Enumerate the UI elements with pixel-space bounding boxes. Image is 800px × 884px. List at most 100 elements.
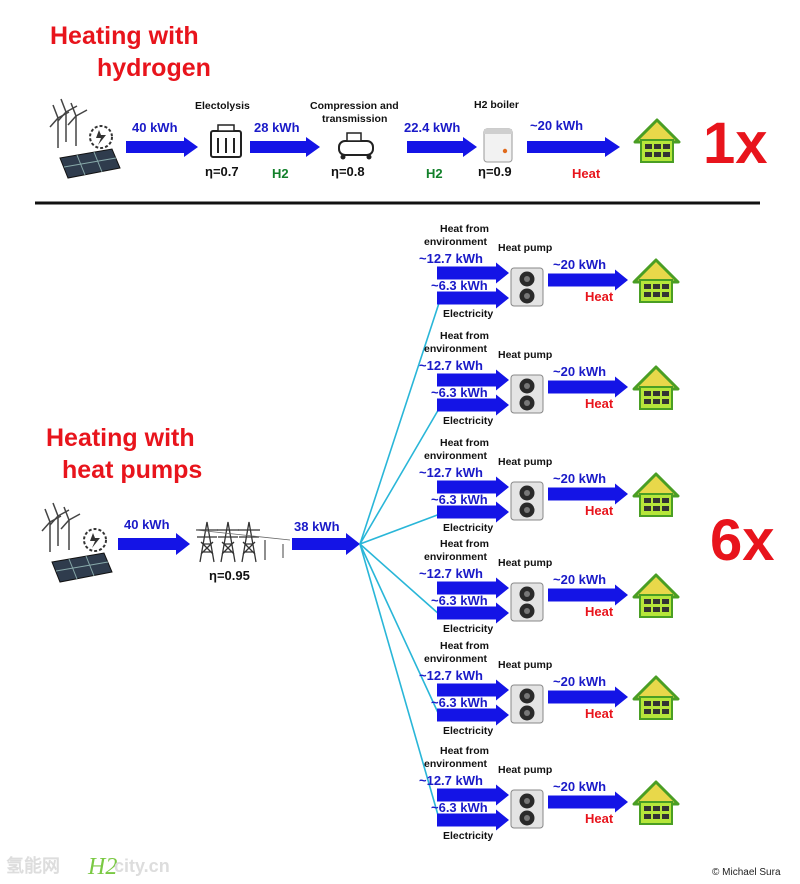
- electricity-kwh: ~6.3 kWh: [431, 385, 488, 400]
- heat-output-arrow: [548, 483, 628, 505]
- env-heat-arrow: [437, 476, 509, 498]
- power-grid-icon: [195, 521, 291, 563]
- hydrogen-output-label: Heat: [572, 166, 601, 181]
- house-icon: [632, 780, 680, 826]
- electricity-label: Electricity: [443, 308, 493, 320]
- electricity-kwh: ~6.3 kWh: [431, 278, 488, 293]
- compression-label-line2: transmission: [322, 113, 387, 125]
- env-label-line2: environment: [424, 551, 488, 563]
- heatpump-title-line2: heat pumps: [62, 456, 202, 484]
- env-heat-kwh: ~12.7 kWh: [419, 465, 483, 480]
- heat-output-kwh: ~20 kWh: [553, 257, 606, 272]
- hydrogen-output-kwh: ~20 kWh: [530, 118, 583, 133]
- distribution-line: [359, 299, 441, 545]
- electricity-arrow: [437, 501, 509, 523]
- boiler-icon: [483, 128, 513, 163]
- heat-output-kwh: ~20 kWh: [553, 572, 606, 587]
- electricity-label: Electricity: [443, 725, 493, 737]
- env-label-line1: Heat from: [440, 437, 489, 449]
- electricity-kwh: ~6.3 kWh: [431, 593, 488, 608]
- electricity-arrow: [437, 602, 509, 624]
- flow-arrow-h2-compressed: [407, 137, 477, 157]
- env-label-line2: environment: [424, 236, 488, 248]
- env-label-line2: environment: [424, 758, 488, 770]
- heat-output-kwh: ~20 kWh: [553, 674, 606, 689]
- env-heat-kwh: ~12.7 kWh: [419, 358, 483, 373]
- env-label-line1: Heat from: [440, 538, 489, 550]
- boiler-eta: η=0.9: [478, 164, 512, 179]
- env-label-line1: Heat from: [440, 223, 489, 235]
- electricity-kwh: ~6.3 kWh: [431, 492, 488, 507]
- compression-eta: η=0.8: [331, 164, 365, 179]
- after-compression-kwh: 22.4 kWh: [404, 120, 460, 135]
- flow-arrow-h2: [250, 137, 320, 157]
- compressor-icon: [338, 132, 374, 160]
- heat-pump-label: Heat pump: [498, 659, 552, 671]
- watermark-h2: H2: [87, 854, 117, 880]
- electricity-label: Electricity: [443, 623, 493, 635]
- distribution-line: [359, 406, 441, 545]
- heat-output-arrow: [548, 376, 628, 398]
- distribution-line: [359, 513, 441, 545]
- electricity-label: Electricity: [443, 415, 493, 427]
- after-electrolysis-kwh: 28 kWh: [254, 120, 300, 135]
- heat-output-label: Heat: [585, 396, 614, 411]
- heat-output-arrow: [548, 269, 628, 291]
- env-heat-kwh: ~12.7 kWh: [419, 251, 483, 266]
- flow-arrow-heat: [527, 137, 620, 157]
- heat-pump-label: Heat pump: [498, 242, 552, 254]
- distribution-line: [359, 543, 441, 718]
- heat-output-arrow: [548, 791, 628, 813]
- hydrogen-title-line1: Heating with: [50, 22, 199, 50]
- electricity-arrow: [437, 287, 509, 309]
- electrolysis-eta: η=0.7: [205, 164, 239, 179]
- heat-output-label: Heat: [585, 503, 614, 518]
- h2-label-2: H2: [426, 166, 443, 181]
- env-heat-arrow: [437, 369, 509, 391]
- heat-pump-icon: [510, 267, 544, 307]
- watermark-text: 氢能网: [6, 855, 60, 876]
- heat-pump-icon: [510, 481, 544, 521]
- after-grid-kwh: 38 kWh: [294, 519, 340, 534]
- house-icon: [632, 573, 680, 619]
- flow-arrow-grid-output: [292, 533, 360, 555]
- env-label-line1: Heat from: [440, 745, 489, 757]
- env-label-line1: Heat from: [440, 640, 489, 652]
- heatpump-title-line1: Heating with: [46, 424, 195, 452]
- heat-output-label: Heat: [585, 706, 614, 721]
- h2-label-1: H2: [272, 166, 289, 181]
- compression-label-line1: Compression and: [310, 100, 399, 112]
- distribution-line: [359, 543, 441, 616]
- grid-eta: η=0.95: [209, 568, 250, 583]
- electricity-kwh: ~6.3 kWh: [431, 800, 488, 815]
- env-label-line1: Heat from: [440, 330, 489, 342]
- heat-output-arrow: [548, 584, 628, 606]
- flow-arrow-input: [126, 137, 198, 157]
- env-heat-kwh: ~12.7 kWh: [419, 668, 483, 683]
- wind-solar-icon: [49, 98, 121, 179]
- env-heat-arrow: [437, 679, 509, 701]
- heat-pump-label: Heat pump: [498, 349, 552, 361]
- env-heat-arrow: [437, 784, 509, 806]
- house-icon: [632, 365, 680, 411]
- house-icon: [632, 258, 680, 304]
- env-label-line2: environment: [424, 450, 488, 462]
- heat-output-kwh: ~20 kWh: [553, 471, 606, 486]
- wind-solar-icon: [41, 502, 113, 583]
- env-heat-arrow: [437, 262, 509, 284]
- heat-output-label: Heat: [585, 811, 614, 826]
- env-label-line2: environment: [424, 653, 488, 665]
- heat-pump-icon: [510, 374, 544, 414]
- electrolyser-icon: [210, 124, 242, 158]
- heat-pump-label: Heat pump: [498, 456, 552, 468]
- hydrogen-multiplier: 1x: [703, 111, 768, 176]
- heat-output-kwh: ~20 kWh: [553, 779, 606, 794]
- house-icon: [632, 472, 680, 518]
- hydrogen-title-line2: hydrogen: [97, 54, 211, 82]
